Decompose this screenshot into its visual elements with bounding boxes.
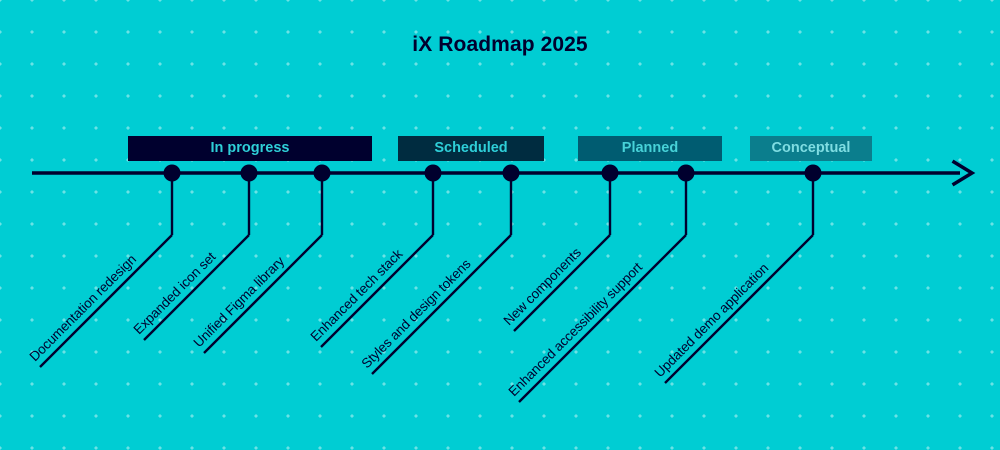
milestone-dot[interactable]	[601, 164, 619, 182]
phase-box[interactable]: Conceptual	[750, 136, 872, 161]
milestone-underline	[320, 234, 434, 348]
milestone-underline	[518, 234, 687, 403]
milestone-dot[interactable]	[313, 164, 331, 182]
milestone-dot[interactable]	[240, 164, 258, 182]
milestone-leader-lines	[39, 173, 815, 403]
milestone-underline	[39, 234, 173, 368]
milestone-dot[interactable]	[163, 164, 181, 182]
milestone-dot[interactable]	[677, 164, 695, 182]
milestone-dot[interactable]	[424, 164, 442, 182]
page-title: iX Roadmap 2025	[412, 33, 588, 56]
milestone-underline	[371, 234, 512, 375]
milestone-underline	[203, 234, 323, 354]
phase-box[interactable]: Planned	[578, 136, 722, 161]
phase-box[interactable]: Scheduled	[398, 136, 544, 161]
milestone-underline	[143, 234, 250, 341]
phase-box[interactable]: In progress	[128, 136, 372, 161]
milestone-dots	[163, 164, 822, 182]
milestone-underline	[664, 234, 814, 384]
milestone-dot[interactable]	[804, 164, 822, 182]
milestone-dot[interactable]	[502, 164, 520, 182]
milestone-underline	[513, 234, 611, 332]
axis-arrow-icon	[951, 159, 976, 187]
